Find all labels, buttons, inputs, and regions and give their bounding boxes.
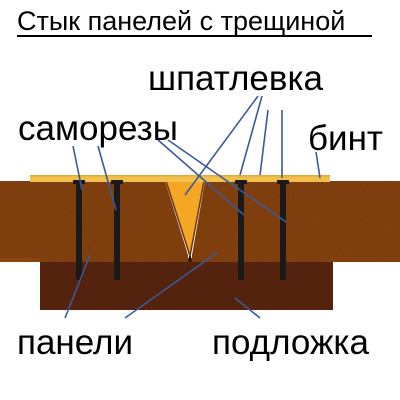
panel-left-edge — [0, 258, 40, 262]
leader-screw-4 — [167, 139, 287, 223]
label-backing: подложка — [212, 323, 369, 362]
putty-crack-fill — [166, 181, 204, 256]
leader-putty-top — [239, 95, 263, 176]
screw-1 — [73, 180, 85, 280]
crack-edge-left — [165, 180, 191, 257]
label-putty: шпатлевка — [148, 59, 324, 98]
leader-screw-1 — [72, 145, 83, 191]
leader-putty-mid — [259, 109, 269, 176]
leader-panel-left — [64, 254, 91, 319]
screw-2 — [111, 180, 123, 280]
crack-edge-right — [189, 180, 205, 257]
leader-lines — [64, 95, 321, 319]
backing-plate — [40, 258, 333, 310]
tape-layer — [30, 176, 330, 182]
panel-left — [0, 181, 188, 262]
putty-top-layer — [30, 175, 330, 177]
leader-screw-3 — [157, 139, 245, 216]
screw-4 — [277, 180, 289, 280]
leader-screw-2 — [97, 145, 117, 211]
leader-tape — [315, 151, 321, 179]
diagram-title: Стык панелей с трещиной — [17, 6, 345, 36]
label-screws: саморезы — [18, 109, 178, 148]
screw-3 — [235, 180, 247, 280]
leader-panel-right — [124, 251, 219, 319]
leader-backing — [234, 297, 261, 319]
label-tape: бинт — [308, 119, 383, 158]
panel-right — [192, 181, 400, 262]
label-panels: панели — [17, 323, 133, 362]
leader-putty-crack — [184, 95, 259, 196]
